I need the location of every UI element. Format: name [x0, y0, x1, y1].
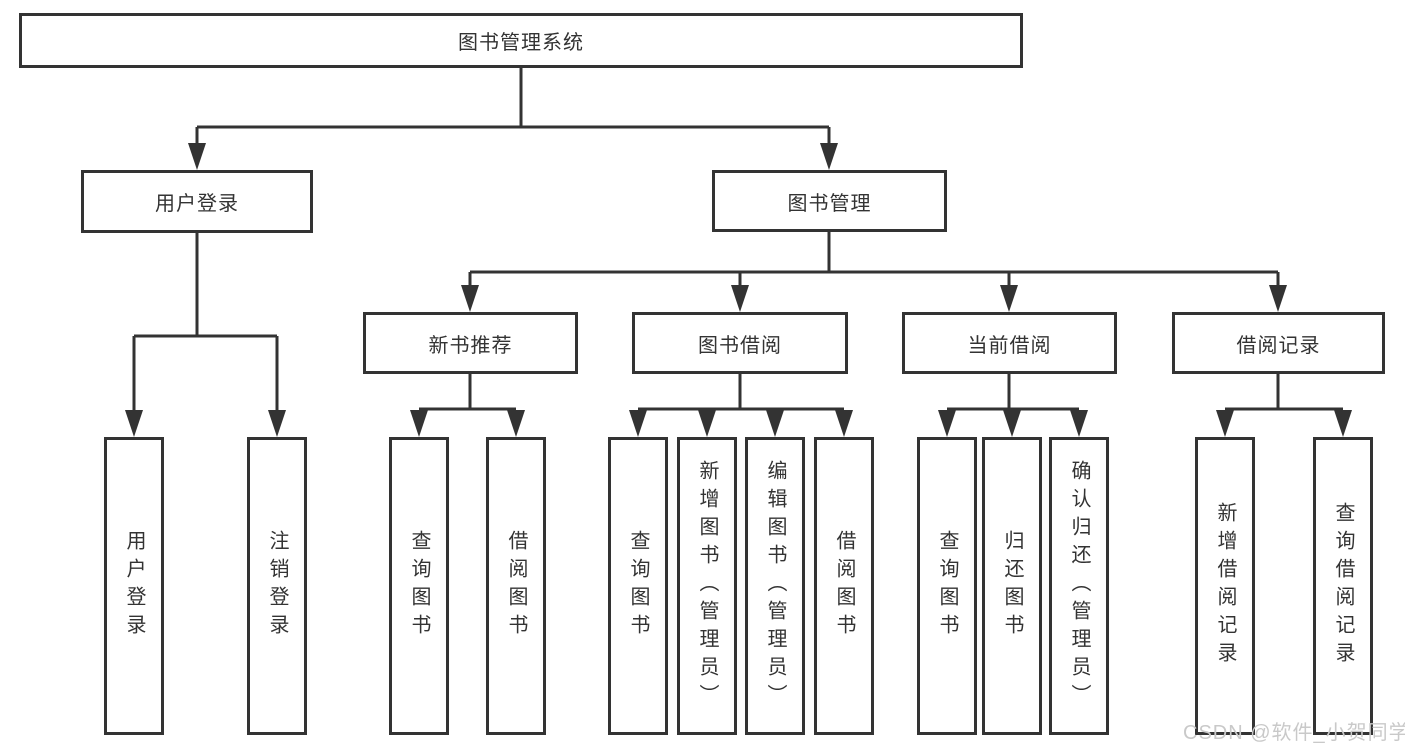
tree-edges — [132, 68, 1343, 413]
node-label: 借阅记录 — [1236, 334, 1321, 357]
leaf-nbr-borrow-books: 借阅图书 — [486, 437, 546, 735]
leaf-nbr-query-books: 查询图书 — [389, 437, 449, 735]
leaf-user-login: 用户登录 — [104, 437, 164, 735]
node-label: 查询借阅记录 — [1332, 502, 1354, 670]
leaf-cb-return-books: 归还图书 — [982, 437, 1042, 735]
node-current-borrow: 当前借阅 — [902, 312, 1117, 374]
leaf-cb-query-books: 查询图书 — [917, 437, 977, 735]
node-label: 确认归还（管理员） — [1068, 460, 1090, 712]
node-label: 图书借阅 — [698, 334, 782, 357]
leaf-logout: 注销登录 — [247, 437, 307, 735]
node-label: 图书管理 — [787, 192, 872, 215]
node-label: 借阅图书 — [505, 530, 527, 642]
leaf-bb-borrow-books: 借阅图书 — [814, 437, 874, 735]
node-label: 新增借阅记录 — [1214, 502, 1236, 670]
leaf-bb-query-books: 查询图书 — [608, 437, 668, 735]
leaf-br-query-record: 查询借阅记录 — [1313, 437, 1373, 735]
leaf-bb-add-books-admin: 新增图书（管理员） — [677, 437, 737, 735]
node-label: 查询图书 — [627, 530, 649, 642]
node-new-book-recommend: 新书推荐 — [363, 312, 578, 374]
node-label: 注销登录 — [266, 530, 288, 642]
node-label: 新书推荐 — [428, 334, 513, 357]
node-label: 用户登录 — [123, 530, 145, 642]
node-user-login: 用户登录 — [81, 170, 313, 233]
node-label: 查询图书 — [408, 530, 430, 642]
node-borrow-record: 借阅记录 — [1172, 312, 1385, 374]
node-label: 当前借阅 — [967, 334, 1052, 357]
leaf-bb-edit-books-admin: 编辑图书（管理员） — [745, 437, 805, 735]
leaf-cb-confirm-return-admin: 确认归还（管理员） — [1049, 437, 1109, 735]
node-label: 借阅图书 — [833, 530, 855, 642]
arrowheads — [125, 143, 1352, 437]
node-book-borrow: 图书借阅 — [632, 312, 848, 374]
node-label: 归还图书 — [1001, 530, 1023, 642]
node-library-management-system: 图书管理系统 — [19, 13, 1023, 68]
leaf-br-add-record: 新增借阅记录 — [1195, 437, 1255, 735]
node-book-management: 图书管理 — [712, 170, 947, 232]
node-label: 用户登录 — [155, 193, 239, 215]
csdn-watermark: CSDN @软件_小贺同学 — [1183, 722, 1405, 744]
node-label: 新增图书（管理员） — [696, 460, 718, 712]
node-label: 查询图书 — [936, 530, 958, 642]
node-label: 编辑图书（管理员） — [764, 460, 786, 712]
node-label: 图书管理系统 — [458, 32, 584, 54]
